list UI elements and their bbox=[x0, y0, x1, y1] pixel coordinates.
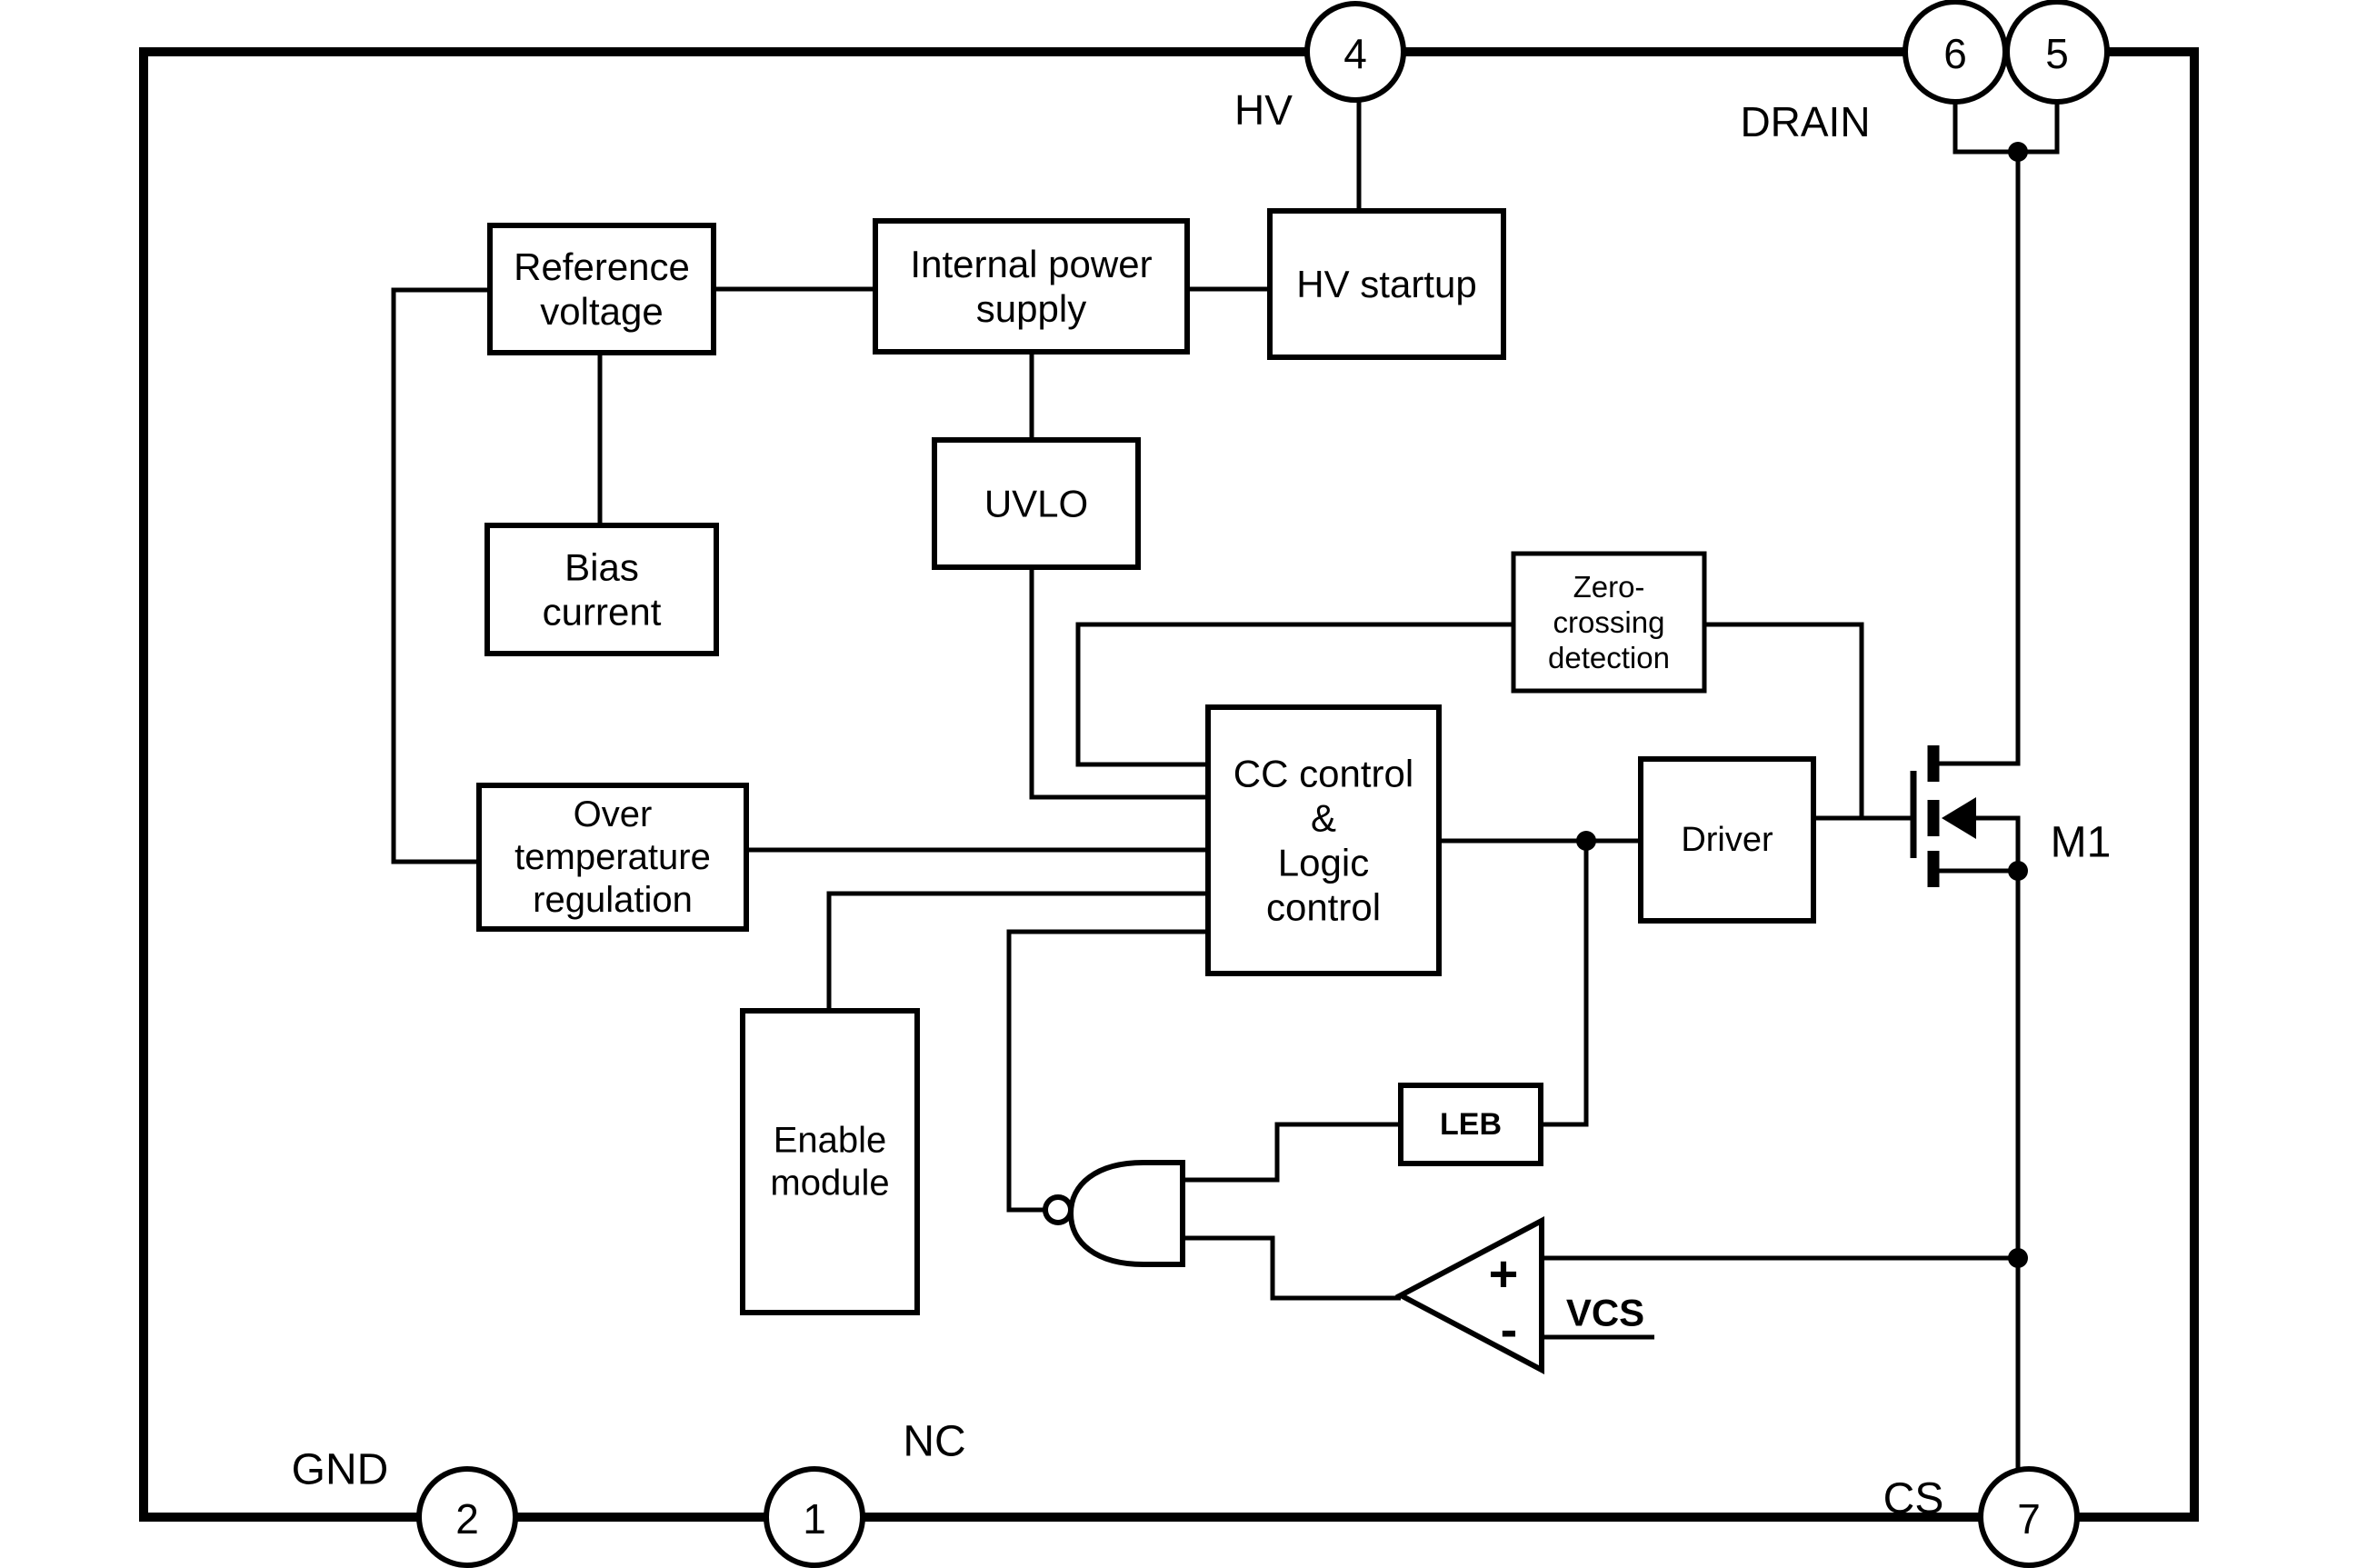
wire-drain-riser bbox=[1939, 152, 2021, 766]
bias-current-block bbox=[484, 523, 719, 656]
wire-zcd-to-cc bbox=[1075, 622, 1513, 767]
zero-crossing-detection-block-label: detection bbox=[1548, 641, 1670, 674]
gnd-pin-label: GND bbox=[292, 1446, 389, 1494]
pin-2-gnd bbox=[416, 1466, 518, 1568]
leb-block-label: LEB bbox=[1440, 1107, 1502, 1142]
enable-module-block-label: Enable bbox=[774, 1121, 887, 1161]
wire-zcd-to-gate-line bbox=[1704, 622, 1864, 818]
pin-5-drain bbox=[2004, 0, 2110, 105]
cc-logic-control-block-label: & bbox=[1311, 797, 1336, 840]
bias-current-block-label: current bbox=[543, 591, 662, 634]
current-sense-comparator bbox=[1394, 1216, 1544, 1374]
leb-block bbox=[1398, 1083, 1543, 1166]
bias-current-block-label: Bias bbox=[564, 546, 639, 589]
mosfet-m1-symbol-body-arrow-icon bbox=[1942, 797, 1976, 839]
pin-1-nc-number: 1 bbox=[803, 1495, 826, 1543]
pin-7-cs-number: 7 bbox=[2017, 1495, 2041, 1543]
hv-startup-block bbox=[1267, 208, 1506, 360]
wire-nand-out-to-cc bbox=[1006, 929, 1208, 1213]
over-temperature-regulation-block-label: Over bbox=[574, 794, 653, 834]
vcs-label: VCS bbox=[1566, 1292, 1644, 1334]
over-temperature-regulation-block-label: temperature bbox=[514, 837, 711, 877]
wire-nand-in1-to-leb bbox=[1183, 1122, 1401, 1183]
current-sense-comparator-minus-sign: - bbox=[1501, 1301, 1518, 1358]
junction-driver-leb bbox=[1576, 831, 1596, 851]
wire-enable-to-cc bbox=[826, 891, 1208, 1011]
hv-pin-label: HV bbox=[1234, 86, 1293, 134]
internal-power-supply-block-label: Internal power bbox=[910, 243, 1152, 285]
wire-nand-in2-to-comparator bbox=[1183, 1235, 1401, 1301]
cc-logic-control-block-label: CC control bbox=[1233, 753, 1413, 795]
pin-7-cs bbox=[1978, 1466, 2080, 1568]
wire-uvlo-to-cc bbox=[1029, 567, 1208, 800]
pin-5-drain-number: 5 bbox=[2045, 30, 2069, 77]
zero-crossing-detection-block-label: crossing bbox=[1553, 605, 1665, 639]
current-sense-comparator-plus-sign: + bbox=[1489, 1245, 1519, 1303]
cs-pin-label: CS bbox=[1883, 1475, 1944, 1523]
cc-logic-control-block bbox=[1205, 704, 1442, 976]
uvlo-block-label: UVLO bbox=[984, 483, 1088, 525]
zero-crossing-detection-block bbox=[1511, 551, 1707, 694]
junction-cs-node bbox=[2008, 1248, 2028, 1268]
inverter-bubble-icon bbox=[1043, 1194, 1074, 1225]
ic-package-outline bbox=[139, 47, 2199, 1522]
drain-pin-label: DRAIN bbox=[1740, 98, 1870, 145]
wire-leb-to-driver-node bbox=[1541, 841, 1589, 1127]
cc-logic-control-block-label: control bbox=[1266, 886, 1381, 929]
wire-reference-to-otr bbox=[391, 287, 490, 864]
internal-power-supply-block bbox=[873, 218, 1190, 355]
reference-voltage-block-label: Reference bbox=[514, 245, 690, 288]
pin-1-nc bbox=[764, 1466, 865, 1568]
wire-body-to-source-node bbox=[1974, 815, 2021, 871]
reference-voltage-block-label: voltage bbox=[540, 290, 663, 333]
internal-power-supply-block-label: supply bbox=[976, 287, 1086, 330]
mosfet-m1-symbol-contact-1 bbox=[1927, 800, 1940, 836]
enable-module-block bbox=[740, 1008, 920, 1315]
over-temperature-regulation-block bbox=[476, 783, 749, 932]
pin-6-drain-number: 6 bbox=[1943, 30, 1967, 77]
driver-block-label: Driver bbox=[1681, 821, 1773, 859]
nc-pin-label: NC bbox=[903, 1418, 965, 1466]
cc-logic-control-block-label: Logic bbox=[1278, 842, 1369, 884]
pin-2-gnd-number: 2 bbox=[455, 1495, 479, 1543]
uvlo-block bbox=[932, 437, 1141, 570]
nand-gate bbox=[1067, 1160, 1185, 1267]
pin-4-hv-number: 4 bbox=[1343, 30, 1367, 77]
hv-startup-block-label: HV startup bbox=[1296, 263, 1476, 305]
over-temperature-regulation-block-label: regulation bbox=[533, 880, 693, 920]
enable-module-block-label: module bbox=[770, 1164, 889, 1203]
driver-block bbox=[1638, 756, 1816, 924]
m1-label: M1 bbox=[2051, 819, 2112, 867]
reference-voltage-block bbox=[487, 223, 716, 355]
pin-4-hv bbox=[1304, 1, 1406, 103]
junction-drain-pins bbox=[2008, 142, 2028, 162]
junction-source-body bbox=[2008, 861, 2028, 881]
mosfet-m1-symbol-contact-0 bbox=[1927, 745, 1940, 782]
mosfet-m1-symbol-contact-2 bbox=[1927, 851, 1940, 887]
zero-crossing-detection-block-label: Zero- bbox=[1573, 570, 1645, 604]
